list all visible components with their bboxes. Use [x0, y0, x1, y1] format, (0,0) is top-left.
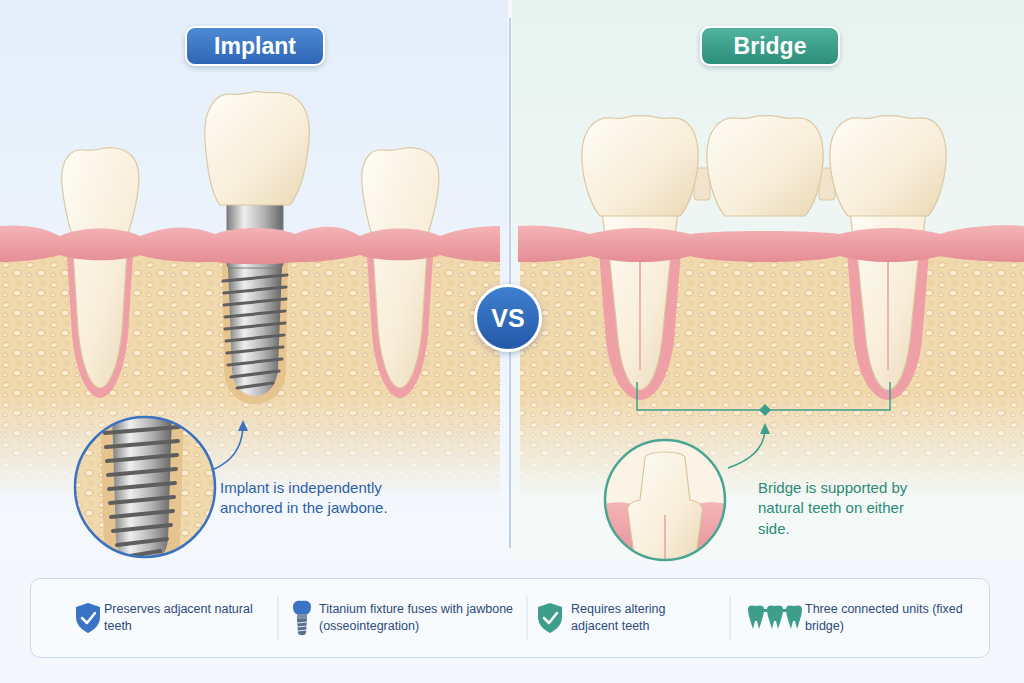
implant-screw-part-part: [223, 275, 287, 281]
implant-icon: [293, 601, 311, 636]
feature-bar-art-part: [30, 578, 990, 658]
bridge-crown: [830, 116, 946, 216]
implant-closeup-part-part-part: [117, 539, 167, 545]
implant-screw-part-part: [225, 311, 285, 317]
implant-closeup-part-part-part: [105, 427, 179, 433]
implant-icon-part: [297, 619, 307, 635]
implant-screw-part-part: [231, 371, 279, 377]
three-teeth-icon-part: [786, 605, 802, 629]
shield-check-icon-part: [82, 613, 95, 623]
feature-text: Requires altering adjacent teeth: [571, 601, 711, 635]
bracket-diamond: [759, 404, 771, 416]
implant-scene: [0, 92, 500, 404]
bridge-crown: [582, 116, 698, 216]
feature-text: Preserves adjacent natural teeth: [104, 601, 254, 635]
bridge-closeup-part-part: [664, 515, 666, 570]
bridge-closeup: [600, 423, 770, 570]
implant-screw-part-part: [228, 359, 282, 365]
implant-icon-part: [297, 622, 307, 631]
implant-icon-part: [293, 601, 311, 614]
feature-bar-art-part: [730, 596, 731, 640]
three-teeth-icon-part: [767, 605, 783, 629]
implant-icon-part-part: [298, 630, 306, 631]
shield-check-icon-part: [76, 603, 100, 633]
jawbone-part: [520, 245, 1024, 495]
feature-bar: Preserves adjacent natural teeth Titanium…: [30, 578, 990, 658]
bridge-closeup-part: [605, 440, 725, 560]
callout-text: Implant is independently anchored in the…: [220, 478, 420, 519]
feature-text: Three connected units (fixed bridge): [805, 601, 975, 635]
implant-screw-part: [228, 266, 282, 396]
implant-screw-part-part: [224, 287, 286, 293]
bridge-heading-pill: Bridge: [700, 26, 840, 66]
implant-closeup-part-part-part: [111, 511, 173, 517]
feature-bar-art-part: [527, 596, 528, 640]
implant-closeup-part-part-part: [106, 441, 178, 447]
implant-icon-part-part: [297, 622, 307, 623]
implant-closeup-part-part-part: [107, 455, 177, 461]
natural-tooth: [62, 148, 139, 388]
callout-text: Bridge is supported by natural teeth on …: [758, 478, 908, 539]
implant-closeup-part-part: [70, 410, 220, 570]
feature-text: Titanium fixture fuses with jawbone (oss…: [319, 601, 519, 635]
implant-closeup-part: [70, 410, 220, 576]
implant-screw-part-part: [224, 299, 286, 305]
implant-closeup-part: [212, 427, 243, 470]
bridge-closeup-part: [760, 423, 770, 434]
feature-bar-art: [30, 578, 990, 658]
implant-screw-part-part: [237, 383, 273, 388]
shield-check-icon-part: [538, 603, 562, 633]
gum: [518, 225, 1024, 262]
implant-closeup-part-part-part: [108, 469, 176, 475]
implant-screw-part-part: [227, 347, 283, 353]
bridge-closeup-part: [728, 430, 765, 468]
bridge-pontic: [707, 116, 823, 216]
vs-circle: VS: [474, 284, 542, 352]
implant-heading-pill: Implant: [185, 26, 325, 66]
shield-check-icon: [538, 603, 562, 633]
implant-icon-part-part: [297, 626, 307, 627]
implant-closeup-part-part: [105, 427, 179, 557]
panel-backgrounds-part: [512, 0, 1024, 560]
implant-crown: [205, 92, 310, 205]
three-teeth-icon-part: [748, 605, 764, 629]
bridge-closeup-part: [600, 452, 730, 570]
gum: [0, 225, 500, 264]
implant-screw: [223, 266, 287, 396]
panel-backgrounds-part: [0, 0, 508, 560]
implant-closeup-part-part-part: [109, 483, 175, 489]
osseointegration-halo: [222, 262, 288, 404]
implant-screw-part-part: [226, 335, 284, 341]
implant-closeup-part-part-part: [113, 525, 171, 531]
implant-closeup-part: [75, 417, 215, 557]
three-teeth-icon-part: [781, 609, 787, 612]
feature-bar-art-part: [278, 596, 279, 640]
implant-screw-part-part: [225, 323, 285, 329]
three-teeth-icon-part: [762, 609, 768, 612]
vs-text: VS: [491, 304, 524, 333]
heading-text: Bridge: [734, 33, 807, 60]
natural-tooth: [362, 148, 439, 388]
implant-closeup-part: [238, 420, 248, 431]
implant-closeup-part-part-part: [110, 497, 174, 503]
implant-screw-part: [223, 275, 287, 388]
heading-text: Implant: [214, 33, 296, 60]
bridge-scene: [518, 116, 1024, 416]
three-teeth-icon: [748, 605, 802, 629]
bridge-closeup-part-part: [628, 452, 703, 570]
shield-check-icon: [76, 603, 100, 633]
implant-icon-part: [297, 614, 307, 619]
panel-backgrounds-part: [509, 18, 510, 548]
shield-check-icon-part: [544, 613, 557, 623]
